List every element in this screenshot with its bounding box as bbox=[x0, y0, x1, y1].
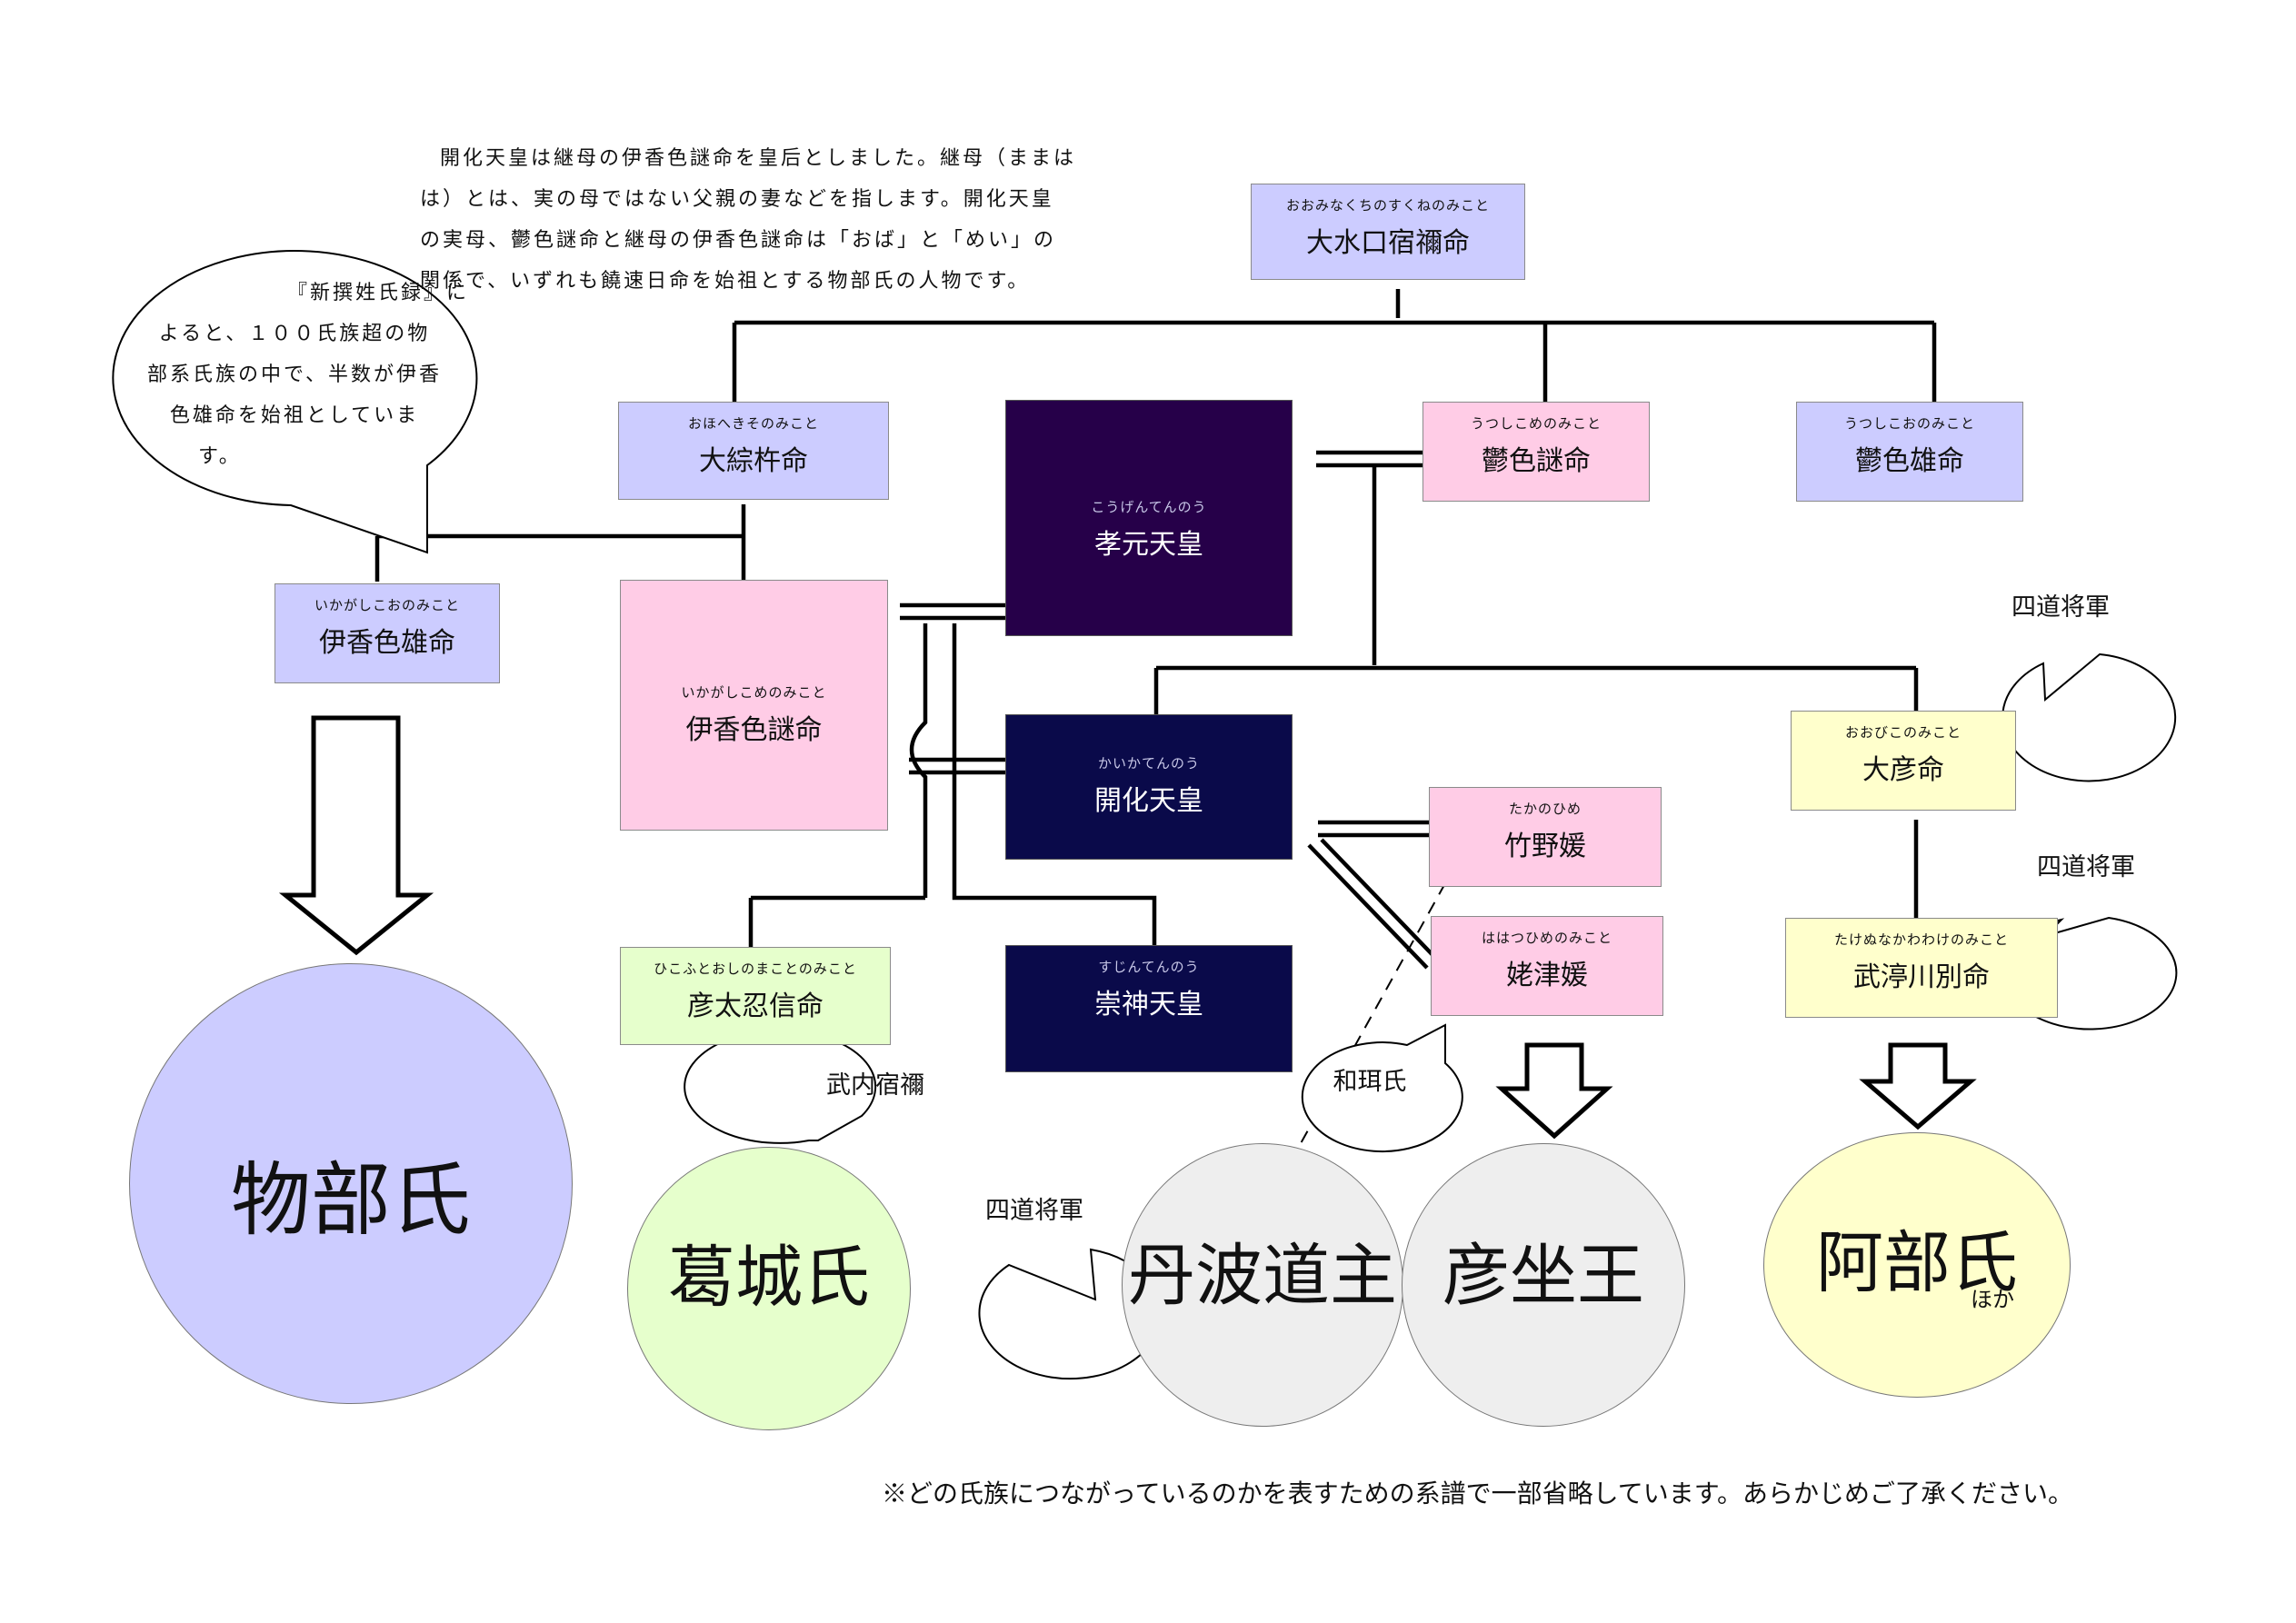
person-name: 伊香色謎命 bbox=[685, 714, 823, 746]
person-name: 孝元天皇 bbox=[1094, 529, 1203, 561]
furigana: うつしこおのみこと bbox=[1843, 415, 1975, 432]
speech-bubbles bbox=[112, 250, 2178, 1380]
arrow-to-abe bbox=[1859, 1042, 1977, 1130]
bubble-line: す。 bbox=[198, 445, 242, 468]
clan-label-tanba: 丹波道主 bbox=[1128, 1237, 1397, 1315]
person-name: 竹野媛 bbox=[1504, 831, 1586, 862]
intro-line: 関係で、いずれも饒速日命を始祖とする物部氏の人物です。 bbox=[420, 270, 1031, 293]
arrow-to-hikoimasu bbox=[1495, 1042, 1613, 1140]
emperor-kaika: かいかてんのう 開化天皇 bbox=[1005, 714, 1293, 860]
clan-circle-mononobe bbox=[129, 963, 573, 1404]
footnote: ※どの氏族につながっているのかを表すための系譜で一部省略しています。あらかじめご… bbox=[882, 1479, 2073, 1508]
intro-paragraph: 開化天皇は継母の伊香色謎命を皇后としました。継母（ままは は）とは、実の母ではな… bbox=[420, 138, 1076, 302]
lineage-connectors bbox=[374, 289, 1937, 970]
bubble-line: よると、１００氏族超の物 bbox=[158, 323, 431, 345]
bubble-left-text: 『新撰姓氏録』に よると、１００氏族超の物 部系氏族の中で、半数が伊香 色雄命を… bbox=[107, 273, 482, 477]
person-oomina: おおみなくちのすくねのみこと 大水口宿禰命 bbox=[1251, 184, 1525, 280]
clan-circle-katsuragi bbox=[627, 1147, 911, 1430]
callout-takeuchi: 武内宿禰 bbox=[826, 1071, 924, 1100]
person-name: 鬱色謎命 bbox=[1482, 445, 1591, 477]
bubble-wani bbox=[1301, 1023, 1463, 1153]
person-utsushikoo: うつしこおのみこと 鬱色雄命 bbox=[1796, 402, 2023, 502]
furigana: おおみなくちのすくねのみこと bbox=[1285, 197, 1490, 214]
intro-line: 開化天皇は継母の伊香色謎命を皇后としました。継母（ままは bbox=[440, 147, 1077, 170]
furigana: かいかてんのう bbox=[1097, 755, 1200, 772]
callout-shido-3: 四道将軍 bbox=[985, 1197, 1083, 1225]
bubble-shido-1 bbox=[2002, 652, 2177, 782]
person-ohiko: おおびこのみこと 大彦命 bbox=[1791, 711, 2016, 811]
person-utsushikome: うつしこめのみこと 鬱色謎命 bbox=[1423, 402, 1650, 502]
furigana: すじんてんのう bbox=[1098, 959, 1200, 975]
furigana: おおびこのみこと bbox=[1844, 724, 1962, 741]
furigana: おほへきそのみこと bbox=[687, 415, 819, 432]
person-name: 大水口宿禰命 bbox=[1306, 227, 1470, 259]
person-hahatsu: ははつひめのみこと 姥津媛 bbox=[1431, 916, 1663, 1016]
person-name: 伊香色雄命 bbox=[319, 627, 455, 659]
clan-circle-abe bbox=[1763, 1132, 2071, 1398]
person-name: 崇神天皇 bbox=[1094, 989, 1203, 1021]
person-name: 大綜杵命 bbox=[699, 445, 808, 477]
clan-label-abe: 阿部氏 bbox=[1816, 1224, 2018, 1302]
person-takenuna: たけぬなかわわけのみこと 武渟川別命 bbox=[1785, 918, 2058, 1018]
clan-circle-tanba bbox=[1122, 1143, 1403, 1427]
clan-label-katsuragi: 葛城氏 bbox=[668, 1239, 870, 1317]
intro-line: は）とは、実の母ではない父親の妻などを指します。開化天皇 bbox=[420, 188, 1054, 211]
bubble-takeuchi bbox=[684, 1029, 877, 1144]
person-name: 鬱色雄命 bbox=[1855, 445, 1964, 477]
person-oheki: おほへきそのみこと 大綜杵命 bbox=[618, 402, 889, 500]
clan-arrows bbox=[278, 715, 1977, 1140]
person-name: 開化天皇 bbox=[1094, 785, 1203, 817]
furigana: ははつひめのみこと bbox=[1481, 930, 1612, 946]
bubble-line: 部系氏族の中で、半数が伊香 bbox=[146, 363, 443, 386]
intro-line: の実母、鬱色謎命と継母の伊香色謎命は「おば」と「めい」の bbox=[420, 229, 1057, 252]
person-name: 大彦命 bbox=[1862, 754, 1944, 786]
clan-label-hikoimasu: 彦坐王 bbox=[1442, 1237, 1644, 1315]
callout-wani: 和珥氏 bbox=[1333, 1068, 1407, 1096]
bubble-left bbox=[112, 250, 478, 554]
furigana: うつしこめのみこと bbox=[1470, 415, 1602, 432]
bubble-line: 『新撰姓氏録』に bbox=[286, 282, 469, 304]
callout-shido-2: 四道将軍 bbox=[2037, 853, 2135, 881]
furigana: たけぬなかわわけのみこと bbox=[1833, 931, 2009, 948]
furigana: こうげんてんのう bbox=[1091, 499, 1207, 515]
furigana: いかがしこめのみこと bbox=[681, 684, 827, 701]
arrow-to-mononobe bbox=[278, 715, 434, 956]
person-ikagashikome: いかがしこめのみこと 伊香色謎命 bbox=[620, 580, 888, 831]
person-hikofuto: ひこふとおしのまことのみこと 彦太忍信命 bbox=[620, 947, 891, 1045]
clan-note-abe: ほか bbox=[1971, 1287, 2014, 1312]
person-name: 姥津媛 bbox=[1506, 960, 1588, 991]
person-ikagashikoo: いかがしこおのみこと 伊香色雄命 bbox=[275, 583, 500, 683]
bubble-line: 色雄命を始祖としていま bbox=[169, 404, 420, 427]
person-takano: たかのひめ 竹野媛 bbox=[1429, 787, 1662, 887]
emperor-sujin: すじんてんのう 崇神天皇 bbox=[1005, 945, 1293, 1072]
person-name: 武渟川別命 bbox=[1853, 961, 1990, 993]
callout-shido-1: 四道将軍 bbox=[2011, 593, 2110, 622]
furigana: たかのひめ bbox=[1508, 801, 1582, 817]
clan-label-mononobe: 物部氏 bbox=[230, 1153, 471, 1247]
furigana: いかがしこおのみこと bbox=[314, 597, 460, 613]
emperor-kogen: こうげんてんのう 孝元天皇 bbox=[1005, 400, 1293, 636]
clan-circle-hikoimasu bbox=[1402, 1143, 1685, 1427]
person-name: 彦太忍信命 bbox=[687, 991, 824, 1022]
furigana: ひこふとおしのまことのみこと bbox=[654, 961, 857, 977]
